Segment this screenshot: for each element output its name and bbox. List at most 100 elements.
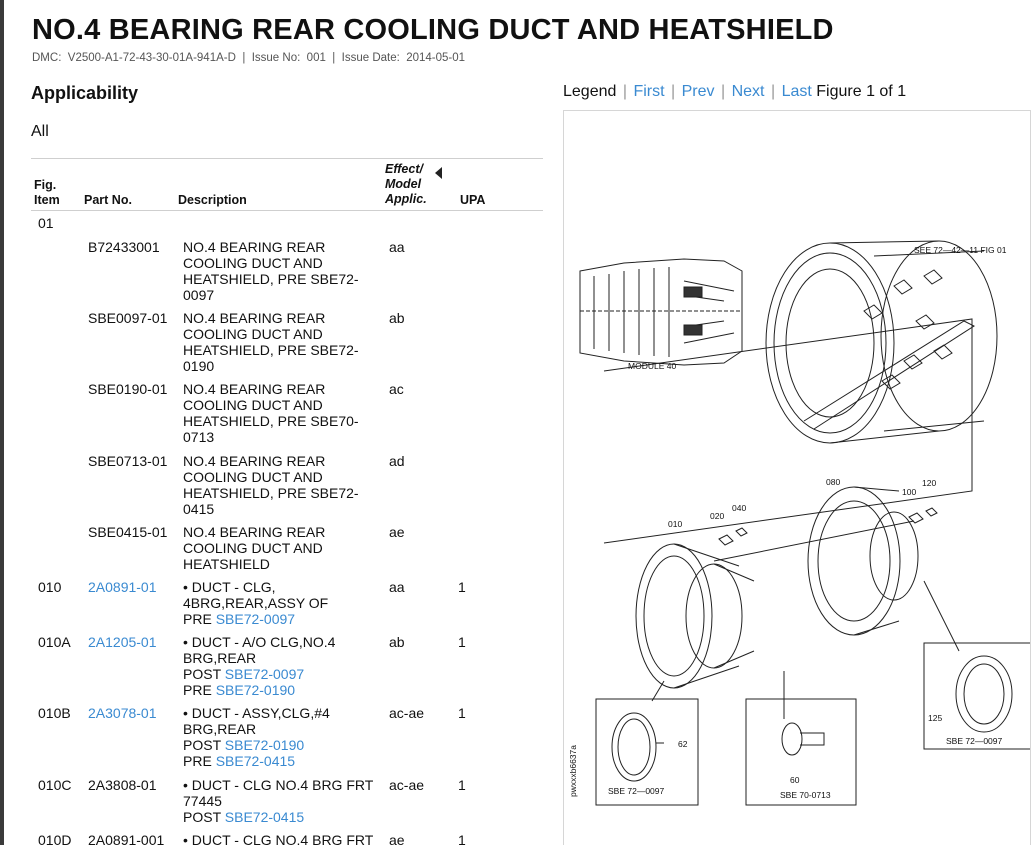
sb-link[interactable]: SBE72-0415 xyxy=(215,753,296,769)
table-header: Fig. Item Part No. Description Effect/ M… xyxy=(31,159,543,211)
inset-box-middle xyxy=(745,698,857,806)
see-reference-label: SEE 72—42—11 FIG 01 xyxy=(914,245,1007,255)
inset-label: SBE 70-0713 xyxy=(780,790,831,800)
description-line: • DUCT - CLG NO.4 BRG FRT xyxy=(183,832,374,845)
page-title: NO.4 BEARING REAR COOLING DUCT AND HEATS… xyxy=(32,14,834,46)
effectivity: ab xyxy=(389,634,405,650)
description: • DUCT - CLG NO.4 BRG FRT xyxy=(183,832,388,845)
sb-link[interactable]: SBE72-0415 xyxy=(224,809,305,825)
dmc-value: V2500-A1-72-43-30-01A-941A-D xyxy=(67,52,236,64)
nav-separator: | xyxy=(671,83,676,100)
fig-item: 010A xyxy=(38,634,71,650)
issue-label: Issue No: xyxy=(251,52,301,64)
bearing-housing-drawing xyxy=(603,240,998,544)
document-meta: DMC: V2500-A1-72-43-30-01A-941A-D | Issu… xyxy=(32,52,465,64)
part-number-link[interactable]: 2A3078-01 xyxy=(88,705,157,721)
meta-separator: | xyxy=(242,52,246,64)
figure-navigation: Legend | First | Prev | Next | Last Figu… xyxy=(563,83,906,101)
dmc-label: DMC: xyxy=(32,52,62,64)
effectivity: aa xyxy=(389,239,405,255)
post-label: POST xyxy=(183,737,221,753)
column-header-description: Description xyxy=(178,193,247,207)
description: NO.4 BEARING REAR COOLING DUCT AND HEATS… xyxy=(183,310,359,374)
applicability-heading: Applicability xyxy=(31,83,139,103)
description: • DUCT - ASSY,CLG,#4 BRG,REAR POST SBE72… xyxy=(183,705,381,769)
upa: 1 xyxy=(458,705,466,721)
effectivity: ac xyxy=(389,381,404,397)
description: NO.4 BEARING REAR COOLING DUCT AND HEATS… xyxy=(183,381,359,445)
description: NO.4 BEARING REAR COOLING DUCT AND HEATS… xyxy=(183,453,359,517)
last-figure-link[interactable]: Last xyxy=(781,83,812,100)
column-header-fig-item: Fig. Item xyxy=(34,178,60,207)
next-figure-link[interactable]: Next xyxy=(731,83,765,100)
callout-label: 125 xyxy=(928,713,942,723)
inset-box-left xyxy=(595,698,699,806)
sb-link[interactable]: SBE72-0190 xyxy=(215,682,296,698)
fig-item: 010D xyxy=(38,832,72,845)
prev-figure-link[interactable]: Prev xyxy=(681,83,715,100)
part-number-link[interactable]: 2A0891-01 xyxy=(88,579,157,595)
effectivity: ab xyxy=(389,310,405,326)
nav-separator: | xyxy=(770,83,776,100)
figure-illustration[interactable]: SEE 72—42—11 FIG 01 MODULE 40 080 100 12… xyxy=(563,110,1031,845)
date-label: Issue Date: xyxy=(341,52,400,64)
part-number: 2A0891-001 xyxy=(88,832,165,845)
part-number: SBE0713-01 xyxy=(88,453,168,469)
callout-label: 080 xyxy=(826,477,840,487)
part-number: SBE0415-01 xyxy=(88,524,168,540)
date-value: 2014-05-01 xyxy=(406,52,466,64)
effectivity: ac-ae xyxy=(389,705,425,721)
description-line: BRG,REAR xyxy=(183,650,257,666)
sb-link[interactable]: SBE72-0097 xyxy=(215,611,296,627)
description-line: BRG,REAR xyxy=(183,721,257,737)
parts-table: Fig. Item Part No. Description Effect/ M… xyxy=(31,158,543,845)
effectivity: aa xyxy=(389,579,405,595)
issue-value: 001 xyxy=(306,52,326,64)
post-label: POST xyxy=(183,809,221,825)
sb-link[interactable]: SBE72-0097 xyxy=(224,666,305,682)
description-line: • DUCT - CLG NO.4 BRG FRT xyxy=(183,777,374,793)
description-line: 77445 xyxy=(183,793,222,809)
drawing-id: pwxxxb6637a xyxy=(568,745,578,797)
cooling-duct-drawing xyxy=(635,486,938,689)
fig-item: 010 xyxy=(38,579,62,595)
description-line: • DUCT - CLG, xyxy=(183,579,276,595)
module-label: MODULE 40 xyxy=(628,361,676,371)
effectivity: ac-ae xyxy=(389,777,425,793)
post-label: POST xyxy=(183,666,221,682)
callout-label: 010 xyxy=(668,519,682,529)
module-cross-section xyxy=(579,258,743,366)
upa: 1 xyxy=(458,777,466,793)
fig-item: 010B xyxy=(38,705,71,721)
description: NO.4 BEARING REAR COOLING DUCT AND HEATS… xyxy=(183,239,359,303)
pre-label: PRE xyxy=(183,753,212,769)
inset-label: SBE 72—0097 xyxy=(946,736,1003,746)
description: • DUCT - CLG, 4BRG,REAR,ASSY OF PRE SBE7… xyxy=(183,579,381,627)
callout-label: 020 xyxy=(710,511,724,521)
description: • DUCT - CLG NO.4 BRG FRT 77445 POST SBE… xyxy=(183,777,388,825)
effectivity: ad xyxy=(389,453,405,469)
part-number: 2A3808-01 xyxy=(88,777,157,793)
part-number: SBE0097-01 xyxy=(88,310,168,326)
figure-number: 01 xyxy=(38,215,54,231)
part-number-link[interactable]: 2A1205-01 xyxy=(88,634,157,650)
description: • DUCT - A/O CLG,NO.4 BRG,REAR POST SBE7… xyxy=(183,634,381,698)
callout-label: 040 xyxy=(732,503,746,513)
meta-separator: | xyxy=(332,52,336,64)
collapse-arrow-icon[interactable] xyxy=(435,167,442,179)
first-figure-link[interactable]: First xyxy=(633,83,665,100)
callout-label: 100 xyxy=(902,487,916,497)
description-line: 4BRG,REAR,ASSY OF xyxy=(183,595,329,611)
figure-status: Figure 1 of 1 xyxy=(816,83,907,100)
description: NO.4 BEARING REAR COOLING DUCT AND HEATS… xyxy=(183,524,326,572)
upa: 1 xyxy=(458,832,466,845)
description-line: • DUCT - A/O CLG,NO.4 xyxy=(183,634,336,650)
nav-separator: | xyxy=(720,83,726,100)
callout-label: 120 xyxy=(922,478,936,488)
sb-link[interactable]: SBE72-0190 xyxy=(224,737,305,753)
inset-label: SBE 72—0097 xyxy=(608,786,665,796)
legend-link[interactable]: Legend xyxy=(563,83,617,100)
column-header-effect: Effect/ Model Applic. xyxy=(385,162,427,206)
part-number: B72433001 xyxy=(88,239,160,255)
description-line: • DUCT - ASSY,CLG,#4 xyxy=(183,705,330,721)
